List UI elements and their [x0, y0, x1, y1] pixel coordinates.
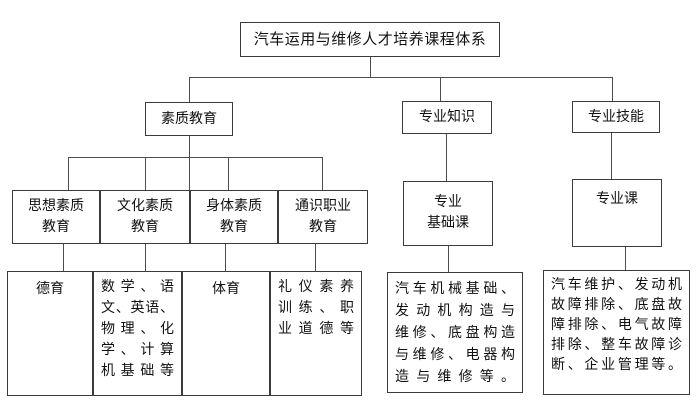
node-physical-education: 体育	[182, 271, 270, 396]
node-professional-skills: 专业技能	[572, 101, 660, 133]
connector-quality-horizontal	[68, 157, 322, 158]
node-auto-basic-courses: 汽车机械基础、发动机构造与维修、底盘构造与维修、电器构造与维修等。	[387, 272, 523, 393]
connector-drop-knowledge	[440, 77, 441, 101]
connector-pro-course-down	[625, 247, 626, 270]
connector-physical-down	[225, 244, 226, 271]
connector-drop-skills	[612, 77, 613, 101]
node-ideological-quality: 思想素质 教育	[12, 190, 100, 244]
node-auto-professional-courses: 汽车维护、发动机故障排除、底盘故障排除、电气故障排除、整车故障诊断、企业管理等。	[543, 270, 690, 395]
node-culture-courses: 数学、语文、英语、物理、化学、计算机基础等	[93, 271, 182, 396]
node-etiquette-ethics: 礼仪素养训练、职业道德等	[270, 271, 362, 396]
connector-drop-ideological	[68, 157, 69, 190]
connector-knowledge-down	[446, 134, 447, 181]
connector-title-down	[370, 57, 371, 77]
connector-skills-down	[611, 133, 612, 179]
node-physical-quality: 身体素质 教育	[190, 190, 278, 244]
connector-quality-down	[189, 136, 190, 157]
connector-vocational-down	[315, 244, 316, 271]
node-cultural-quality: 文化素质 教育	[100, 190, 190, 244]
node-moral-education: 德育	[7, 271, 93, 396]
node-general-vocational: 通识职业 教育	[278, 190, 368, 244]
connector-ideological-down	[63, 244, 64, 271]
connector-drop-vocational	[322, 157, 323, 190]
connector-drop-quality	[189, 77, 190, 102]
connector-drop-center	[189, 157, 190, 190]
node-curriculum-system: 汽车运用与维修人才培养课程体系	[240, 22, 500, 57]
connector-level1-horizontal	[189, 77, 612, 78]
node-quality-education: 素质教育	[145, 102, 233, 136]
connector-cultural-down	[145, 244, 146, 271]
node-professional-course: 专业课	[572, 179, 662, 247]
connector-drop-cultural	[145, 157, 146, 190]
connector-basic-course-down	[448, 246, 449, 272]
node-professional-knowledge: 专业知识	[402, 101, 492, 134]
connector-drop-physical	[228, 157, 229, 190]
node-professional-basic-course: 专业 基础课	[403, 181, 493, 246]
